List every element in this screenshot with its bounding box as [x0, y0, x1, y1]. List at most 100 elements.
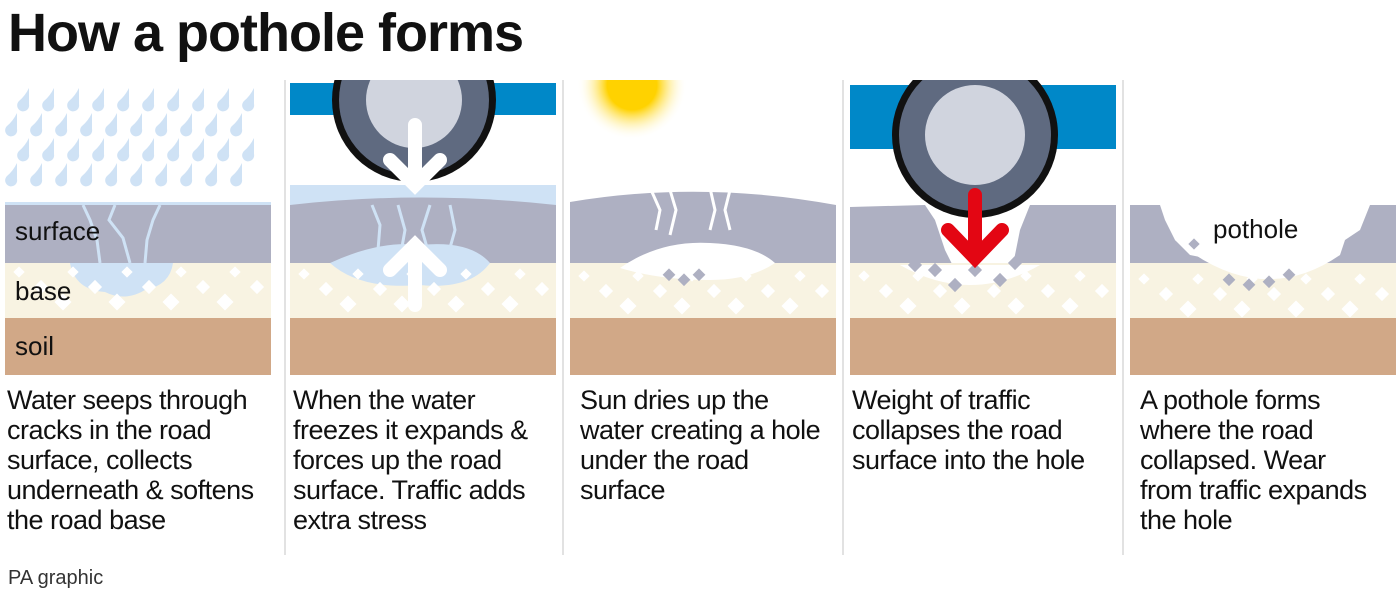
gravel-stone [87, 279, 103, 295]
gravel-stone [460, 268, 472, 280]
gravel-stone [1040, 283, 1056, 299]
step-3-illustration [570, 80, 836, 375]
raindrop-icon [30, 113, 43, 137]
raindrop-icon [80, 113, 93, 137]
raindrop-icon [180, 113, 193, 137]
pothole-hole [1175, 230, 1340, 280]
gravel-stone [878, 283, 894, 299]
step-1-caption: Water seeps through cracks in the road s… [7, 385, 254, 535]
gravel-stone [706, 283, 722, 299]
gravel-stone [619, 297, 637, 315]
wheel-icon [892, 80, 1058, 218]
gravel-stone [534, 281, 550, 297]
soil-layer [5, 318, 271, 375]
raindrop-icon [242, 88, 255, 112]
surface-layer [570, 191, 836, 263]
gravel-stone [1192, 273, 1204, 285]
raindrop-icon [180, 163, 193, 187]
gravel-stone [652, 283, 668, 299]
gravel-stone [953, 297, 971, 315]
raindrop-icon [205, 113, 218, 137]
gravel-stone [141, 279, 157, 295]
credit: PA graphic [8, 567, 104, 589]
step-2-illustration [290, 80, 556, 375]
gravel-stone [1300, 273, 1312, 285]
raindrop-icon [205, 163, 218, 187]
gravel-stone [727, 297, 745, 315]
gravel-stone [760, 283, 776, 299]
raindrop-icon [230, 163, 243, 187]
gravel-stone [447, 295, 465, 313]
base-label: base [15, 276, 71, 306]
gravel-stone [514, 268, 526, 280]
gravel-stone [740, 270, 752, 282]
gravel-stone [229, 266, 241, 278]
hole [620, 242, 775, 280]
step-5-illustration: pothole [1130, 80, 1396, 375]
raindrop-icon [67, 138, 80, 162]
raindrop-icon [5, 113, 18, 137]
raindrop-icon [242, 138, 255, 162]
raindrop-icon [30, 163, 43, 187]
gravel-stone [781, 297, 799, 315]
raindrop-icon [167, 138, 180, 162]
gravel-stone [932, 283, 948, 299]
raindrop-icon [217, 138, 230, 162]
cracks [81, 204, 162, 264]
soil-label: soil [15, 331, 54, 361]
gravel-stone [1354, 273, 1366, 285]
divider [562, 80, 564, 555]
gravel-stone [1374, 286, 1390, 302]
gravel-stone [108, 293, 126, 311]
step-3-caption: Sun dries up the water creating a hole u… [580, 385, 821, 505]
raindrop-icon [155, 113, 168, 137]
raindrop-icon [217, 88, 230, 112]
gravel-stone [986, 283, 1002, 299]
raindrop-icon [17, 88, 30, 112]
gravel-stone [1212, 286, 1228, 302]
step-2-caption: When the water freezes it expands & forc… [293, 385, 528, 535]
gravel-stone [1138, 273, 1150, 285]
step-4-illustration [850, 80, 1116, 375]
raindrop-icon [167, 88, 180, 112]
step-4-caption: Weight of traffic collapses the road sur… [852, 385, 1085, 475]
gravel-stone [598, 283, 614, 299]
gravel-stone [426, 281, 442, 297]
gravel-stone [372, 281, 388, 297]
gravel-stone [1074, 270, 1086, 282]
step-5-caption: A pothole forms where the road collapsed… [1140, 385, 1367, 535]
raindrop-icon [92, 138, 105, 162]
down-arrow-icon [383, 118, 447, 195]
gravel-stone [175, 266, 187, 278]
sun-icon [577, 80, 687, 140]
raindrop-icon [142, 88, 155, 112]
gravel-stone [33, 279, 49, 295]
pothole-label: pothole [1213, 214, 1298, 244]
gravel-stone [318, 281, 334, 297]
step-1-illustration: surface base soil [5, 80, 271, 375]
raindrop-icon [155, 163, 168, 187]
divider [842, 80, 844, 555]
raindrop-icon [80, 163, 93, 187]
gravel-stone [216, 293, 234, 311]
soil-layer [290, 318, 556, 375]
gravel-stone [249, 279, 265, 295]
raindrop-icon [105, 113, 118, 137]
up-arrow-icon [383, 235, 447, 312]
gravel-stone [480, 281, 496, 297]
raindrop-icon [67, 88, 80, 112]
gravel-stone [1266, 286, 1282, 302]
gravel-stone [195, 279, 211, 295]
raindrop-icon [55, 163, 68, 187]
raindrop-icon [17, 138, 30, 162]
raindrop-icon [42, 88, 55, 112]
gravel-stone [1094, 283, 1110, 299]
raindrop-icon [5, 163, 18, 187]
divider [284, 80, 286, 555]
page-title: How a pothole forms [8, 3, 524, 63]
gravel-stone [1158, 286, 1174, 302]
raindrop-icon [192, 88, 205, 112]
raindrop-icon [192, 138, 205, 162]
soil-layer [570, 318, 836, 375]
raindrop-icon [105, 163, 118, 187]
